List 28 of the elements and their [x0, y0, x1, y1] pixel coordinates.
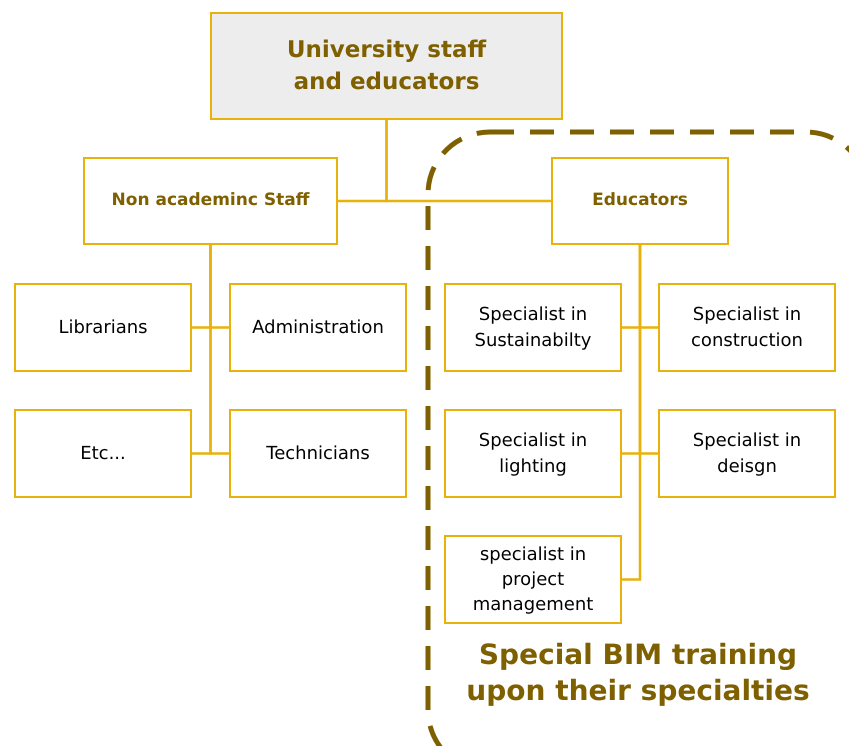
role-label: Etc...	[79, 442, 127, 466]
role-label: Specialist in construction	[690, 303, 804, 352]
group-heading: Educators	[591, 189, 689, 212]
connector-line	[385, 120, 551, 202]
role-box	[229, 283, 407, 372]
group-heading: University staff and educators	[286, 36, 488, 97]
role-box	[14, 283, 192, 372]
role-label: Specialist in Sustainabilty	[474, 303, 592, 352]
role-box	[444, 409, 622, 498]
group-heading: Non academinc Staff	[110, 189, 310, 212]
title-box	[210, 12, 563, 120]
group-box	[551, 157, 729, 245]
role-box	[658, 409, 836, 498]
role-box	[444, 283, 622, 372]
role-box	[658, 283, 836, 372]
connector-line	[209, 245, 229, 455]
role-label: Specialist in deisgn	[692, 429, 802, 478]
connector-line	[622, 245, 642, 581]
role-label: specialist in project management	[472, 542, 594, 618]
role-box	[229, 409, 407, 498]
role-box	[14, 409, 192, 498]
role-label: Specialist in lighting	[478, 429, 588, 478]
region-caption: Special BIM training upon their specialties	[465, 637, 811, 710]
role-label: Technicians	[265, 442, 371, 466]
role-box	[444, 535, 622, 624]
role-label: Librarians	[57, 316, 149, 340]
role-label: Administration	[251, 316, 385, 340]
group-box	[83, 157, 338, 245]
